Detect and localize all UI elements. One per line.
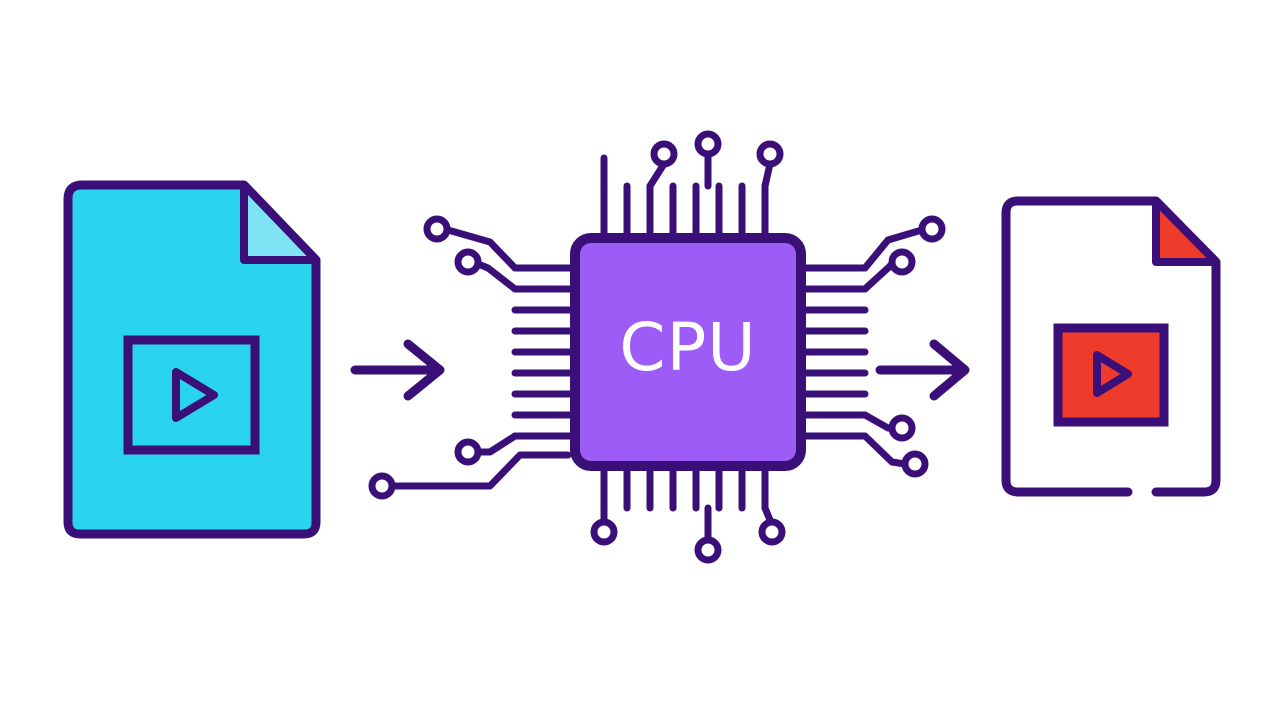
source-video-frame [123,335,260,455]
output-file-fold [1152,197,1220,266]
cpu-trace-right [861,411,896,432]
cpu-trace-node-right [888,248,916,276]
output-video-frame [1053,323,1169,427]
source-video-file-icon [63,180,321,539]
cpu-trace-left [474,432,519,456]
input-trace [368,451,572,500]
cpu-trace-node-left [423,215,451,243]
cpu-trace-node-left [454,248,482,276]
cpu-trace-left [444,226,519,272]
cpu-trace-node-top [756,140,784,168]
arrow-right-icon [350,339,445,401]
cpu-pins [423,130,946,564]
cpu-trace-left [474,260,519,293]
cpu-chip-icon: CPU [423,130,946,564]
play-icon [1093,351,1132,397]
cpu-trace-right [861,226,926,272]
cpu-trace-node-bottom [590,518,618,546]
cpu-trace-node-right [888,414,916,442]
source-file-fold [240,181,320,264]
arrow-right-icon [875,339,970,401]
cpu-label: CPU [619,309,756,386]
cpu-body [570,233,806,471]
cpu-trace-right [861,432,909,468]
play-icon [172,368,218,422]
output-file-body [1001,196,1221,497]
cpu-trace-top [761,160,774,190]
cpu-trace-node-left [454,438,482,466]
cpu-trace-node-bottom [758,518,786,546]
cpu-trace-node-right [918,215,946,243]
cpu-trace-bottom [761,504,774,524]
cpu-trace-node-top [650,140,678,168]
cpu-trace-top [646,160,668,190]
output-video-file-icon [1001,196,1221,497]
cpu-trace-node-top [694,130,722,158]
cpu-trace-node-bottom [694,536,722,564]
cpu-trace-node-right [901,450,929,478]
